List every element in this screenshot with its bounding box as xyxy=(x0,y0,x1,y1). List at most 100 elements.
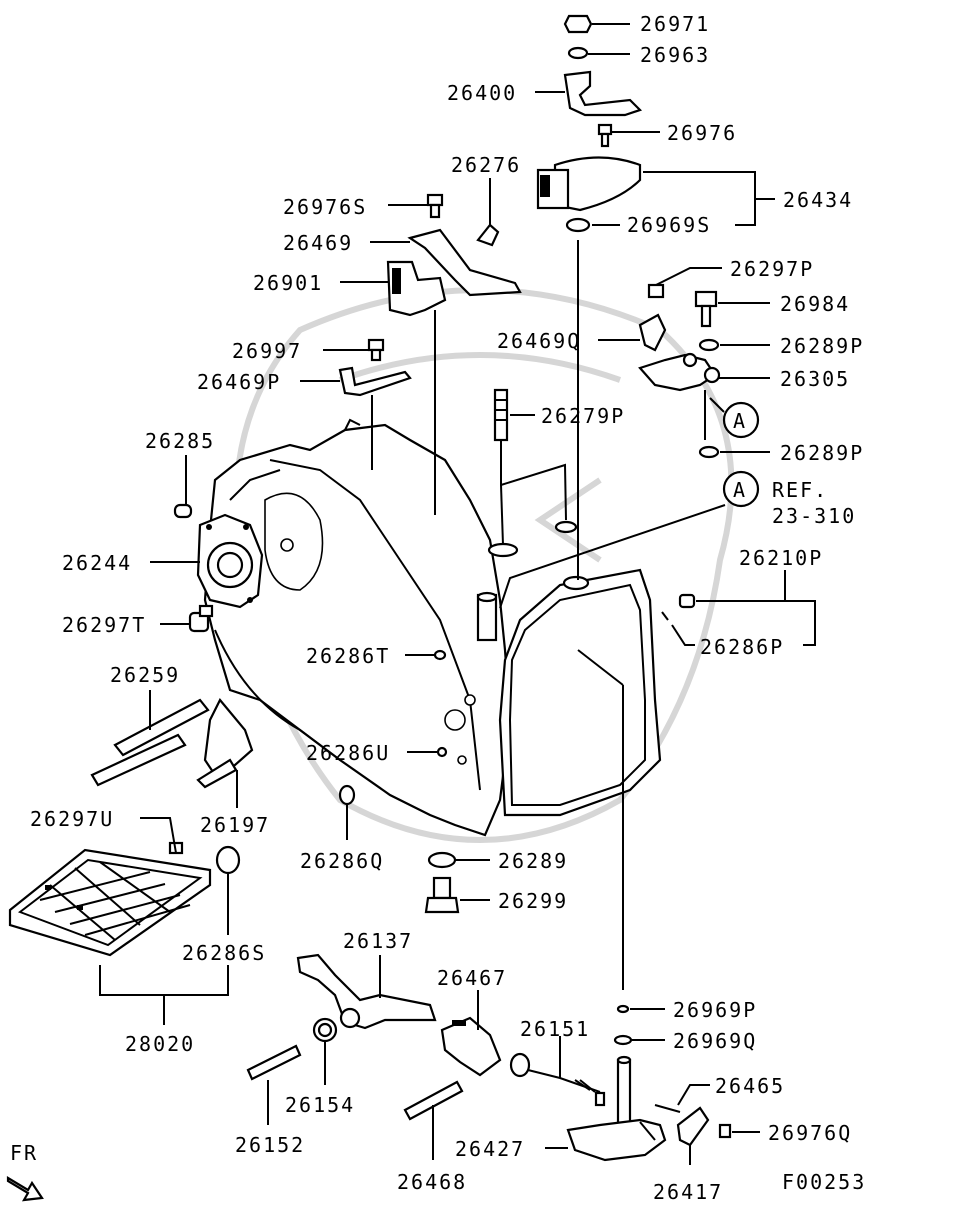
label-26286P: 26286P xyxy=(700,635,784,659)
label-26297P: 26297P xyxy=(730,257,814,281)
label-26976Q: 26976Q xyxy=(768,1121,852,1145)
part-26469Q-bracket[interactable]: 26469Q xyxy=(497,313,667,353)
part-26286Q-oring[interactable]: 26286Q xyxy=(300,784,384,873)
label-26289: 26289 xyxy=(498,849,568,873)
part-26276-clip[interactable]: 26276 xyxy=(451,153,521,247)
front-direction-marker: FR xyxy=(6,1141,44,1202)
label-26469Q: 26469Q xyxy=(497,329,581,353)
label-26259: 26259 xyxy=(110,663,180,687)
ref-marker-a-lower: A REF. 23-310 xyxy=(499,470,856,609)
label-26289P-upper: 26289P xyxy=(780,334,864,358)
part-26969P-oring[interactable]: 26969P xyxy=(577,649,757,1022)
label-26276: 26276 xyxy=(451,153,521,177)
label-26299: 26299 xyxy=(498,889,568,913)
label-26465: 26465 xyxy=(715,1074,785,1098)
part-28020-oil-pan[interactable]: 28020 xyxy=(8,848,229,1056)
label-26286T: 26286T xyxy=(306,644,390,668)
part-26152-pin[interactable]: 26152 xyxy=(235,1044,305,1157)
part-26137-arm[interactable]: 26137 xyxy=(296,929,437,1030)
part-26244-cover[interactable]: 26244 xyxy=(62,513,264,609)
part-26286P-oring[interactable]: 26286P xyxy=(661,611,784,659)
ref-text-line1: REF. xyxy=(772,478,828,502)
part-26297P-bolt[interactable]: 26297P xyxy=(647,257,814,299)
part-26976S-bolt[interactable]: 26976S xyxy=(283,193,444,219)
part-26286S-oring[interactable]: 26286S xyxy=(182,845,266,965)
part-26299-plug[interactable]: 26299 xyxy=(424,876,568,914)
label-26197: 26197 xyxy=(200,813,270,837)
label-26297U: 26297U xyxy=(30,807,114,831)
transmission-case xyxy=(203,418,512,837)
label-26417: 26417 xyxy=(653,1180,723,1204)
label-26963: 26963 xyxy=(640,43,710,67)
label-26976: 26976 xyxy=(667,121,737,145)
label-26297T: 26297T xyxy=(62,613,146,637)
part-26197-plate[interactable]: 26197 xyxy=(196,698,270,837)
side-cover xyxy=(476,520,662,817)
front-label: FR xyxy=(10,1141,38,1165)
part-26901-sensor[interactable]: 26901 xyxy=(253,260,447,515)
ref-text-line2: 23-310 xyxy=(772,504,856,528)
part-26297U-bolt[interactable]: 26297U xyxy=(30,807,184,855)
part-26151-rod[interactable]: 26151 xyxy=(509,1017,606,1107)
part-26427-detent-plate[interactable]: 26427 xyxy=(455,1055,667,1162)
label-26997: 26997 xyxy=(232,339,302,363)
label-26976S: 26976S xyxy=(283,195,367,219)
label-26434: 26434 xyxy=(783,188,853,212)
part-26286U-oring[interactable]: 26286U xyxy=(306,741,448,765)
part-26297T-bolt[interactable]: 26297T xyxy=(62,604,341,761)
label-26305: 26305 xyxy=(780,367,850,391)
label-26154: 26154 xyxy=(285,1093,355,1117)
part-26259-pipe[interactable]: 26259 xyxy=(90,663,210,787)
label-26469P: 26469P xyxy=(197,370,281,394)
label-26279P: 26279P xyxy=(541,404,625,428)
label-26984: 26984 xyxy=(780,292,850,316)
label-26969S: 26969S xyxy=(627,213,711,237)
ref-marker-letter: A xyxy=(733,409,747,433)
part-26469-bracket[interactable]: 26469 xyxy=(283,228,522,297)
label-26901: 26901 xyxy=(253,271,323,295)
part-26289-gasket[interactable]: 26289 xyxy=(427,849,568,873)
part-26969Q-oring[interactable]: 26969Q xyxy=(613,1029,757,1053)
part-26468-pin[interactable]: 26468 xyxy=(397,1080,467,1194)
ref-marker-letter-lower: A xyxy=(733,478,747,502)
label-26286Q: 26286Q xyxy=(300,849,384,873)
part-26997-bolt[interactable]: 26997 xyxy=(232,338,385,363)
part-26400-lever[interactable]: 26400 xyxy=(447,70,643,117)
label-26286S: 26286S xyxy=(182,941,266,965)
front-arrow-icon xyxy=(6,1176,44,1202)
part-26210P-plug[interactable]: 26210P xyxy=(678,546,823,646)
label-26400: 26400 xyxy=(447,81,517,105)
label-26244: 26244 xyxy=(62,551,132,575)
part-26976Q-bolt[interactable]: 26976Q xyxy=(718,1121,852,1145)
label-26151: 26151 xyxy=(520,1017,590,1041)
label-28020: 28020 xyxy=(125,1032,195,1056)
ref-marker-a-upper: A xyxy=(709,397,760,439)
part-26154-spring[interactable]: 26154 xyxy=(285,1017,355,1117)
label-26468: 26468 xyxy=(397,1170,467,1194)
sheet-code: F00253 xyxy=(782,1170,866,1194)
part-26417-bracket[interactable]: 26417 xyxy=(653,1106,723,1204)
part-26305-valve[interactable]: 26305 xyxy=(638,352,850,440)
label-26210P: 26210P xyxy=(739,546,823,570)
label-26289P-lower: 26289P xyxy=(780,441,864,465)
part-26285-pin[interactable]: 26285 xyxy=(145,429,215,519)
part-26465-pin[interactable]: 26465 xyxy=(654,1074,785,1113)
label-26137: 26137 xyxy=(343,929,413,953)
part-26963-washer[interactable]: 26963 xyxy=(567,43,710,67)
part-26286T-oring[interactable]: 26286T xyxy=(306,644,447,668)
part-26976-bolt[interactable]: 26976 xyxy=(597,121,737,148)
label-26427: 26427 xyxy=(455,1137,525,1161)
part-26289P-washer-lower[interactable]: 26289P xyxy=(698,441,864,465)
part-26289P-washer-upper[interactable]: 26289P xyxy=(698,334,864,358)
label-26469: 26469 xyxy=(283,231,353,255)
label-26286U: 26286U xyxy=(306,741,390,765)
part-26984-bolt[interactable]: 26984 xyxy=(694,290,850,328)
part-26467-block[interactable]: 26467 xyxy=(437,966,507,1077)
label-26467: 26467 xyxy=(437,966,507,990)
part-26434-switch[interactable]: 26434 26969S xyxy=(536,156,853,581)
part-26279P-stud[interactable]: 26279P xyxy=(493,388,625,546)
label-26285: 26285 xyxy=(145,429,215,453)
part-26971-nut[interactable]: 26971 xyxy=(563,12,710,36)
part-26469P-bracket[interactable]: 26469P xyxy=(197,366,412,470)
